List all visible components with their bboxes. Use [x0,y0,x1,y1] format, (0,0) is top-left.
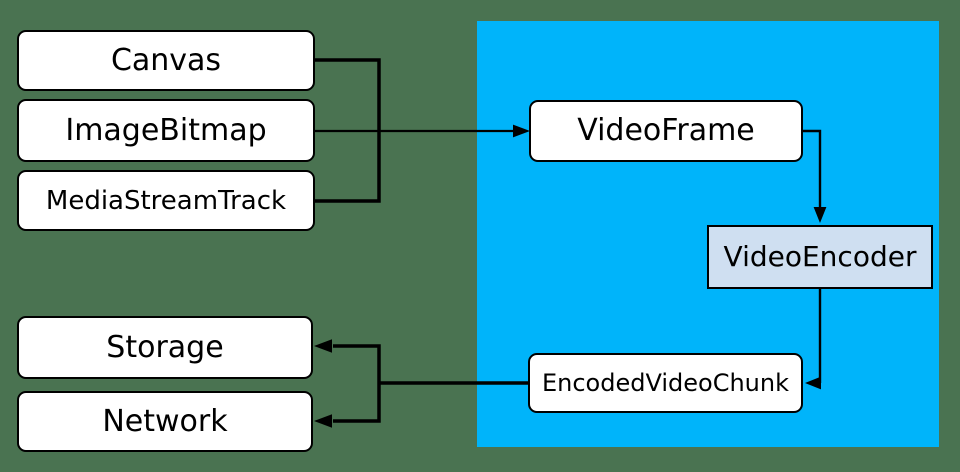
node-encodedvideochunk: EncodedVideoChunk [528,353,803,413]
arrowhead-into-network [314,414,332,428]
connector-videoframe-to-videoencoder [802,129,822,208]
node-storage-label: Storage [106,329,224,365]
node-canvas-label: Canvas [110,42,222,78]
arrowhead-into-storage [314,339,332,353]
arrowhead-into-videoencoder [813,207,827,223]
node-network: Network [17,391,313,452]
node-imagebitmap: ImageBitmap [17,99,315,162]
node-imagebitmap-label: ImageBitmap [65,112,267,148]
node-videoencoder-label: VideoEncoder [723,240,917,273]
node-mediastreamtrack: MediaStreamTrack [17,170,315,231]
node-videoframe-label: VideoFrame [577,113,755,148]
node-encodedvideochunk-label: EncodedVideoChunk [541,369,790,397]
arrowhead-into-encodedvideochunk [805,376,821,390]
node-canvas: Canvas [17,30,315,91]
connector-sinks-junction [333,344,381,423]
node-videoencoder: VideoEncoder [707,225,933,289]
connector-videoencoder-to-chunk [818,289,822,385]
node-network-label: Network [102,403,228,439]
node-storage: Storage [17,316,313,379]
node-mediastreamtrack-label: MediaStreamTrack [45,185,287,216]
arrowhead-into-videoframe [513,124,530,138]
node-videoframe: VideoFrame [529,100,803,162]
